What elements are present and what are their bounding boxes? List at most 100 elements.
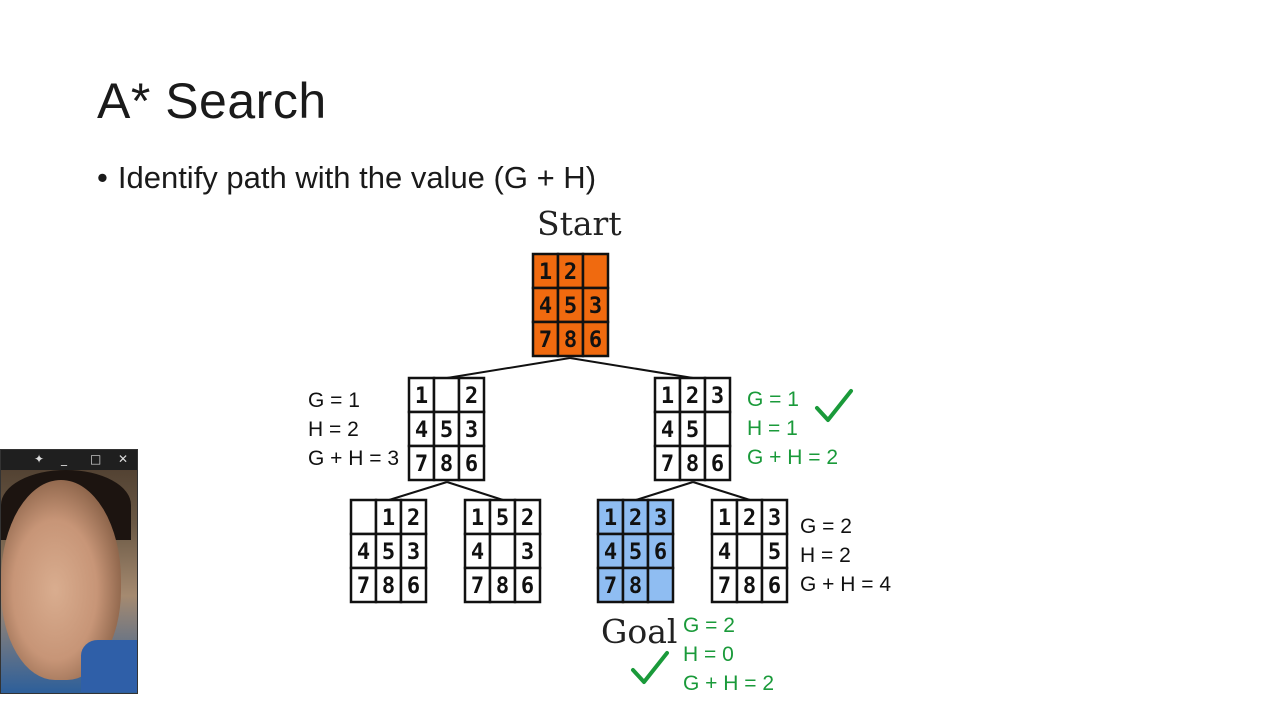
puzzle-tile-number: 3 <box>711 384 724 409</box>
puzzle-tile-number: 1 <box>471 506 484 531</box>
puzzle-tile-number: 5 <box>440 418 453 443</box>
puzzle-tile-number: 6 <box>589 328 602 353</box>
annotation-rr-node: G = 2 H = 2 G + H = 4 <box>800 512 891 599</box>
edge-right-rr <box>692 481 751 501</box>
puzzle-cell <box>432 376 461 414</box>
edge-left-ll <box>388 481 448 501</box>
bullet-dot-icon: • <box>97 160 108 195</box>
puzzle-cell <box>581 252 610 290</box>
puzzle-tile-number: 7 <box>357 574 370 599</box>
puzzle-tile-number: 4 <box>357 540 370 565</box>
puzzle-tile-number: 3 <box>521 540 534 565</box>
puzzle-tile-number: 5 <box>382 540 395 565</box>
h-value: H = 0 <box>683 643 734 666</box>
puzzle-tile-number: 7 <box>471 574 484 599</box>
puzzle-tile-number: 4 <box>471 540 484 565</box>
puzzle-tile-number: 8 <box>743 574 756 599</box>
g-value: G = 1 <box>308 389 360 412</box>
edge-start-right <box>569 357 694 379</box>
puzzle-tile-number: 8 <box>564 328 577 353</box>
puzzle-tile-number: 2 <box>407 506 420 531</box>
puzzle-tile-number: 5 <box>564 294 577 319</box>
puzzle-tile-number: 7 <box>415 452 428 477</box>
puzzle-tile-number: 4 <box>415 418 428 443</box>
puzzle-cell <box>513 532 542 570</box>
puzzle-tile-number: 3 <box>407 540 420 565</box>
puzzle-cell <box>581 320 610 358</box>
maximize-icon[interactable]: □ <box>90 452 102 466</box>
close-icon[interactable]: ✕ <box>118 452 129 466</box>
puzzle-tile-number: 2 <box>743 506 756 531</box>
puzzle-tile-number: 6 <box>654 540 667 565</box>
puzzle-cell <box>488 498 517 536</box>
h-value: H = 2 <box>308 418 359 441</box>
webcam-shoulder <box>81 640 137 692</box>
puzzle-cell <box>735 532 764 570</box>
webcam-titlebar[interactable]: ✦ _ □ ✕ <box>1 450 137 470</box>
puzzle-tile-number: 8 <box>440 452 453 477</box>
puzzle-tile-number: 1 <box>718 506 731 531</box>
puzzle-tile-number: 1 <box>661 384 674 409</box>
puzzle-tile-number: 5 <box>768 540 781 565</box>
minimize-icon[interactable]: _ <box>61 452 67 466</box>
webcam-window[interactable]: ✦ _ □ ✕ <box>0 449 138 694</box>
puzzle-cell <box>621 532 650 570</box>
puzzle-cell <box>653 444 682 482</box>
puzzle-cell <box>760 532 789 570</box>
puzzle-tile-number: 2 <box>629 506 642 531</box>
puzzle-cell <box>703 376 732 414</box>
puzzle-tile-number: 7 <box>539 328 552 353</box>
puzzle-tile-number: 5 <box>629 540 642 565</box>
puzzle-tile-number: 4 <box>539 294 552 319</box>
puzzle-tile-number: 8 <box>496 574 509 599</box>
puzzle-cell <box>646 566 675 604</box>
puzzle-tile-number: 3 <box>589 294 602 319</box>
puzzle-tile-number: 7 <box>661 452 674 477</box>
annotation-left-node: G = 1 H = 2 G + H = 3 <box>308 386 399 473</box>
h-value: H = 2 <box>800 544 851 567</box>
puzzle-tile-number: 5 <box>496 506 509 531</box>
gh-value: G + H = 3 <box>308 447 400 470</box>
puzzle-tile-number: 1 <box>415 384 428 409</box>
puzzle-cell <box>349 498 378 536</box>
edge-left-lr <box>446 481 504 501</box>
g-value: G = 2 <box>683 614 735 637</box>
edge-right-goal <box>635 481 694 501</box>
puzzle-cell <box>349 566 378 604</box>
puzzle-tile-number: 2 <box>521 506 534 531</box>
puzzle-cell <box>760 566 789 604</box>
puzzle-tile-number: 1 <box>382 506 395 531</box>
puzzle-tile-number: 8 <box>629 574 642 599</box>
edge-start-left <box>446 357 571 379</box>
tree-edges <box>388 357 751 501</box>
puzzle-cell <box>735 566 764 604</box>
gh-value: G + H = 2 <box>683 672 775 695</box>
slide-title: A* Search <box>97 73 327 129</box>
puzzle-tile-number: 3 <box>654 506 667 531</box>
puzzle-tile-number: 1 <box>604 506 617 531</box>
pin-icon[interactable]: ✦ <box>34 452 45 466</box>
puzzle-tile-number: 6 <box>407 574 420 599</box>
puzzle-cell <box>457 410 486 448</box>
puzzle-tile-number: 6 <box>711 452 724 477</box>
annotation-right-node: G = 1 H = 1 G + H = 2 <box>747 385 838 472</box>
puzzle-tile-number: 3 <box>768 506 781 531</box>
puzzle-tile-number: 7 <box>718 574 731 599</box>
puzzle-tile-number: 2 <box>686 384 699 409</box>
h-value: H = 1 <box>747 417 798 440</box>
puzzle-cell <box>488 532 517 570</box>
puzzle-cell <box>513 566 542 604</box>
gh-value: G + H = 2 <box>747 446 839 469</box>
puzzle-tile-number: 6 <box>768 574 781 599</box>
goal-label: Goal <box>601 612 678 651</box>
puzzle-tile-number: 4 <box>604 540 617 565</box>
bullet-item: •Identify path with the value (G + H) <box>97 160 596 196</box>
start-label: Start <box>537 204 622 243</box>
